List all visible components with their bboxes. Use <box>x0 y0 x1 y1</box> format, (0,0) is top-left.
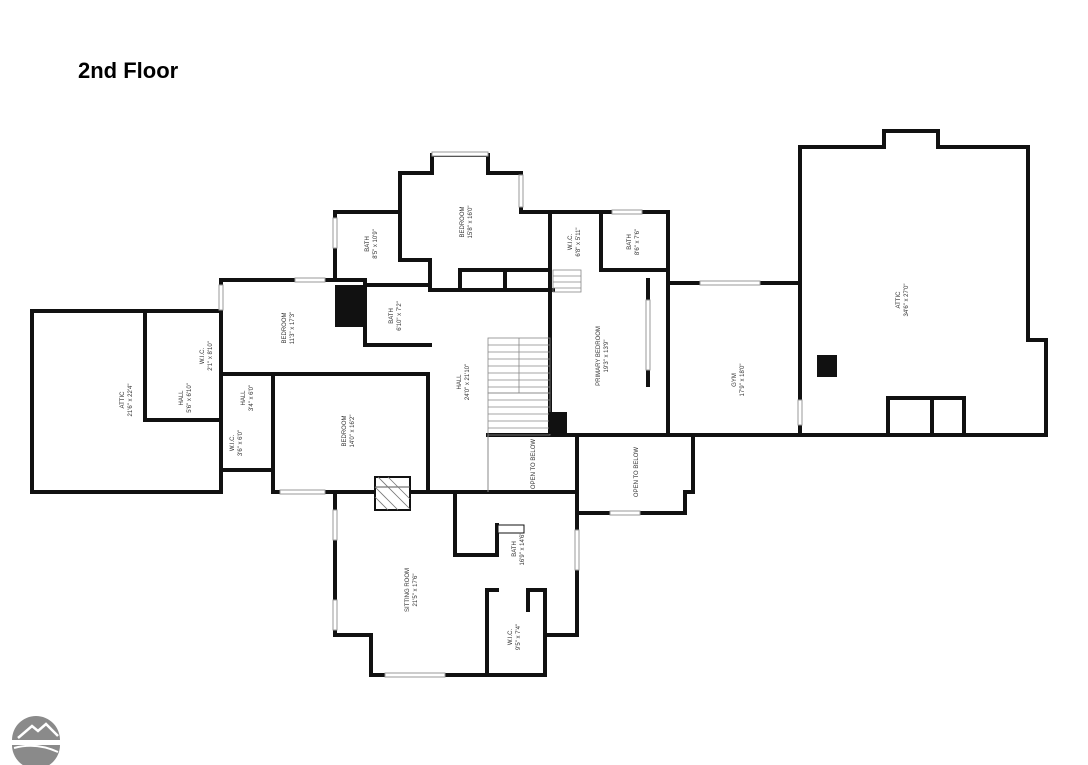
room-dims: 3'4" x 6'0" <box>249 385 255 411</box>
room-dims: 19'3" x 13'9" <box>604 340 610 373</box>
page-title: 2nd Floor <box>78 58 179 83</box>
room-dims: 15'8" x 16'0" <box>468 206 474 239</box>
room-name: BATH <box>365 236 371 252</box>
room-name: ATTIC <box>896 291 902 309</box>
room-dims: 6'10" x 7'2" <box>397 301 403 331</box>
stairs <box>487 269 582 492</box>
room-dims: 5'6" x 6'10" <box>187 383 193 413</box>
room-dims: 3'6" x 6'0" <box>238 430 244 456</box>
room-dims: 14'0" x 16'2" <box>350 415 356 448</box>
room-name: GYM <box>732 373 738 387</box>
room-dims: 21'5" x 17'6" <box>413 574 419 607</box>
room-dims: 16'9" x 14'6" <box>520 533 526 566</box>
room-name: W.I.C. <box>568 234 574 251</box>
room-name: BEDROOM <box>460 206 466 237</box>
wall-wic-hall <box>143 309 223 422</box>
wall-wic-c-right <box>599 210 670 272</box>
room-name: BATH <box>627 234 633 250</box>
bench-icon <box>497 524 525 534</box>
room-dims: 17'9" x 18'0" <box>740 364 746 397</box>
fireplace-icon <box>374 476 411 511</box>
room-name: BATH <box>389 308 395 324</box>
room-name: HALL <box>241 390 247 406</box>
room-dims: 6'8" x 5'11" <box>576 227 582 256</box>
room-dims: 8'5" x 10'9" <box>373 229 379 259</box>
wall-attic-right <box>666 129 1048 437</box>
room-name: PRIMARY BEDROOM <box>596 326 602 386</box>
windows <box>218 151 803 678</box>
wall-bath-d <box>453 490 579 637</box>
room-name: HALL <box>457 374 463 390</box>
room-name: SITTING ROOM <box>405 568 411 612</box>
chimney-block-icon <box>335 285 365 327</box>
room-name: OPEN TO BELOW <box>531 439 537 489</box>
wall-bath-a <box>398 210 432 292</box>
room-name: OPEN TO BELOW <box>634 447 640 497</box>
room-name: W.I.C. <box>200 348 206 365</box>
room-dims: 2'1" x 8'10" <box>208 341 214 371</box>
room-name: HALL <box>179 390 185 406</box>
fixtures <box>335 285 837 534</box>
room-name: W.I.C. <box>230 435 236 452</box>
attic-chimney-icon <box>817 355 837 377</box>
room-dims: 11'3" x 17'3" <box>290 312 296 344</box>
column-block-icon <box>549 412 567 434</box>
wall-sitting-south <box>333 490 547 677</box>
room-name: W.I.C. <box>508 629 514 646</box>
room-dims: 9'5" x 7'4" <box>516 624 522 650</box>
room-dims: 24'0" x 21'10" <box>465 364 471 400</box>
room-name: BEDROOM <box>282 312 288 343</box>
wall-sitting-top <box>333 490 499 557</box>
room-labels: ATTIC 21'6" x 22'4" W.I.C. 2'1" x 8'10" … <box>120 206 910 651</box>
room-dims: 8'6" x 7'6" <box>635 229 641 255</box>
roof-arc-logo-icon <box>12 716 60 765</box>
room-name: BATH <box>512 541 518 557</box>
room-dims: 21'6" x 22'4" <box>128 384 134 417</box>
room-name: ATTIC <box>120 391 126 409</box>
wall-attic-box <box>886 396 966 437</box>
room-dims: 34'6" x 27'0" <box>904 284 910 317</box>
room-name: BEDROOM <box>342 415 348 446</box>
wall-bedroom-w <box>271 372 430 494</box>
